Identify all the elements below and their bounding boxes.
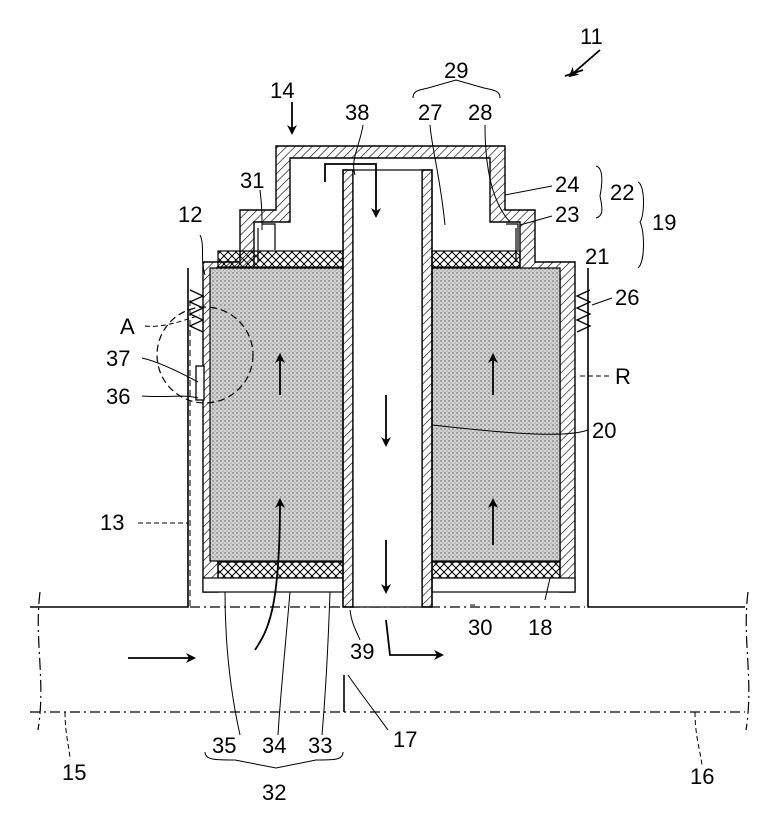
label-38: 38 (345, 100, 369, 125)
label-30: 30 (468, 615, 492, 640)
label-20: 20 (592, 418, 616, 443)
label-16: 16 (690, 764, 714, 789)
label-35: 35 (212, 733, 236, 758)
label-24: 24 (555, 172, 579, 197)
central-tube (343, 170, 432, 607)
label-37: 37 (106, 346, 130, 371)
label-36: 36 (106, 384, 130, 409)
label-39: 39 (350, 639, 374, 664)
label-12: 12 (178, 202, 202, 227)
label-26: 26 (615, 285, 639, 310)
label-32: 32 (262, 780, 286, 805)
label-13: 13 (100, 510, 124, 535)
label-33: 33 (308, 733, 332, 758)
label-27: 27 (418, 100, 442, 125)
label-28: 28 (468, 100, 492, 125)
label-11: 11 (580, 24, 603, 49)
label-34: 34 (262, 733, 286, 758)
label-23: 23 (555, 202, 579, 227)
label-18: 18 (528, 615, 552, 640)
label-17: 17 (393, 727, 417, 752)
label-r: R (615, 364, 631, 389)
label-31: 31 (240, 168, 264, 193)
label-a: A (120, 314, 135, 339)
label-21: 21 (585, 244, 609, 269)
label-15: 15 (62, 760, 86, 785)
label-19: 19 (652, 210, 676, 235)
label-14: 14 (270, 78, 294, 103)
label-22: 22 (610, 180, 634, 205)
label-29: 29 (444, 58, 468, 83)
